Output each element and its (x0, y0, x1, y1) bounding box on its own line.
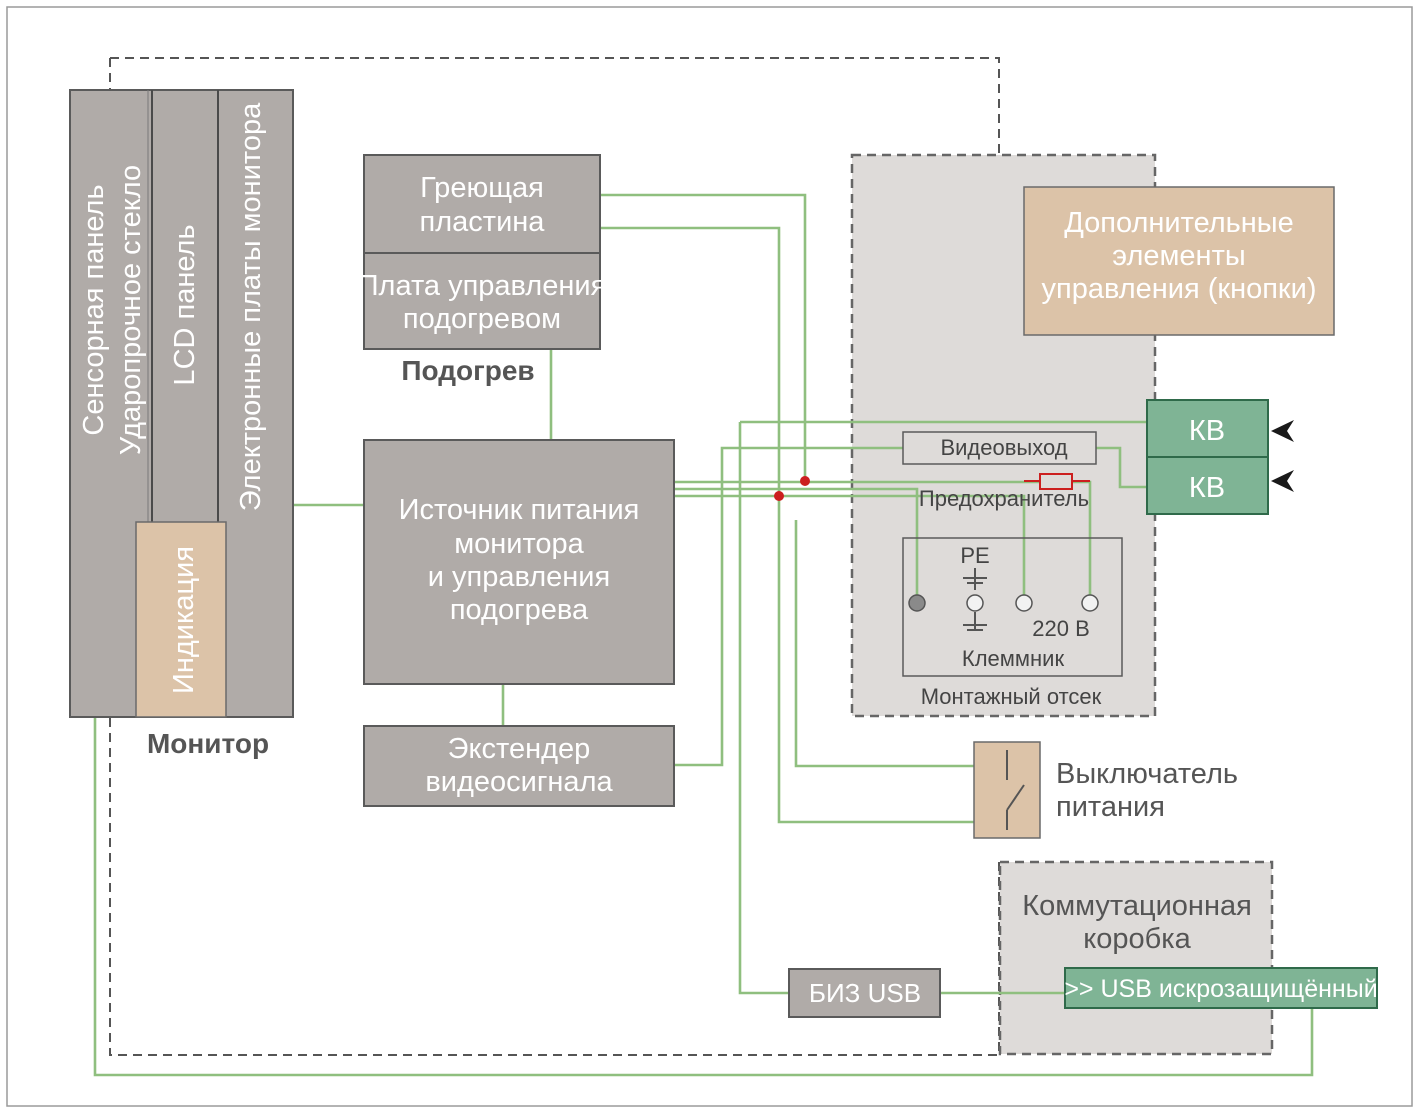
terminal-screw (966, 594, 984, 612)
psu-line4: подогрева (450, 594, 589, 626)
kv-label-top: КВ (1189, 415, 1225, 447)
extra-controls-box (1023, 186, 1335, 336)
arrow-left-icon (1271, 470, 1294, 492)
junction-box-zone (998, 860, 1274, 1056)
junction-line2: коробка (1083, 923, 1191, 955)
indication-panel (135, 521, 227, 718)
wires (93, 193, 1314, 1077)
psu-line1: Источник питания (399, 494, 640, 526)
wire-switch-bottom (777, 496, 974, 824)
kv-box-bottom (1146, 456, 1269, 515)
heating-control-line1: Плата управления (358, 270, 607, 302)
terminal-screw (1015, 594, 1033, 612)
extender-line1: Экстендер (448, 733, 591, 765)
kv-block: КВ КВ (1146, 399, 1294, 515)
power-switch-line2: питания (1056, 791, 1165, 823)
monitor-caption: Монитор (147, 728, 269, 759)
ground-symbol-bottom (963, 612, 987, 631)
fuse-label: Предохранитель (919, 486, 1089, 511)
wire-heater-1 (600, 193, 807, 482)
extender-box (363, 725, 675, 807)
touch-panel-label: Сенсорная панель (78, 184, 110, 435)
monitor-boards-label: Электронные платы монитора (235, 102, 267, 511)
biz-usb-box (788, 968, 941, 1018)
heating-plate-line2: пластина (420, 206, 546, 238)
power-switch: Выключатель питания (973, 741, 1238, 839)
extender-block: Экстендер видеосигнала (363, 725, 675, 807)
junction-node (774, 491, 784, 501)
psu-block: Источник питания монитора и управления п… (363, 439, 675, 685)
wire-psu-pe (674, 487, 919, 600)
ground-symbol-top (963, 568, 987, 590)
psu-box (363, 439, 675, 685)
junction-line1: Коммутационная (1022, 890, 1252, 922)
mounting-bay-caption: Монтажный отсек (921, 684, 1102, 709)
arrow-left-icon (1271, 420, 1294, 442)
pe-label: PE (960, 543, 989, 568)
extra-controls-line2: элементы (1112, 240, 1245, 272)
heating-caption: Подогрев (401, 355, 534, 386)
terminal-screw (908, 594, 926, 612)
wire-kv-biz (738, 422, 789, 995)
biz-usb-label: БИЗ USB (809, 978, 921, 1008)
extra-controls-line3: управления (кнопки) (1042, 273, 1317, 305)
video-out-box (902, 431, 1097, 465)
power-switch-line1: Выключатель (1056, 758, 1238, 790)
extra-controls-block: Дополнительные элементы управления (кноп… (1023, 186, 1335, 336)
junction-box: Коммутационная коробка >> USB искрозащищ… (1022, 890, 1378, 1009)
psu-line3: и управления (428, 561, 610, 593)
psu-line2: монитора (454, 528, 584, 560)
mounting-bay: Видеовыход Предохранитель PE 220 В Клемм… (902, 431, 1123, 709)
wire-switch-top (794, 520, 974, 768)
heating-plate (363, 154, 601, 254)
kv-label-bottom: КВ (1189, 472, 1225, 504)
extra-controls-line1: Дополнительные (1064, 207, 1294, 239)
impact-glass-label: Ударопрочное стекло (115, 165, 147, 455)
junction-node (800, 476, 810, 486)
terminal-screw (1081, 594, 1099, 612)
wire-heater-2 (600, 226, 781, 496)
wire-psu-terminal (674, 494, 1026, 600)
extender-line2: видеосигнала (425, 766, 613, 798)
video-out-label: Видеовыход (940, 435, 1067, 460)
terminal-block-box (902, 537, 1123, 677)
voltage-label: 220 В (1032, 616, 1090, 641)
usb-safe-box (1064, 967, 1378, 1009)
monitor-block: Сенсорная панель Ударопрочное стекло LCD… (69, 89, 294, 759)
terminal-label: Клеммник (962, 646, 1065, 671)
heating-block: Греющая пластина Плата управления подогр… (358, 154, 607, 386)
wire-monitor-loop (93, 717, 1314, 1077)
wire-extender-video (674, 446, 903, 767)
wire-video-kv (1096, 446, 1147, 489)
biz-usb-block: БИЗ USB (788, 968, 941, 1018)
indication-label: Индикация (168, 546, 200, 694)
heating-plate-line1: Греющая (420, 172, 544, 204)
heating-control-line2: подогревом (403, 303, 561, 335)
usb-safe-label: >> USB искрозащищённый (1064, 975, 1377, 1003)
lcd-panel-label: LCD панель (169, 224, 201, 385)
heating-control-board (363, 252, 601, 350)
switch-icon (1006, 750, 1025, 830)
